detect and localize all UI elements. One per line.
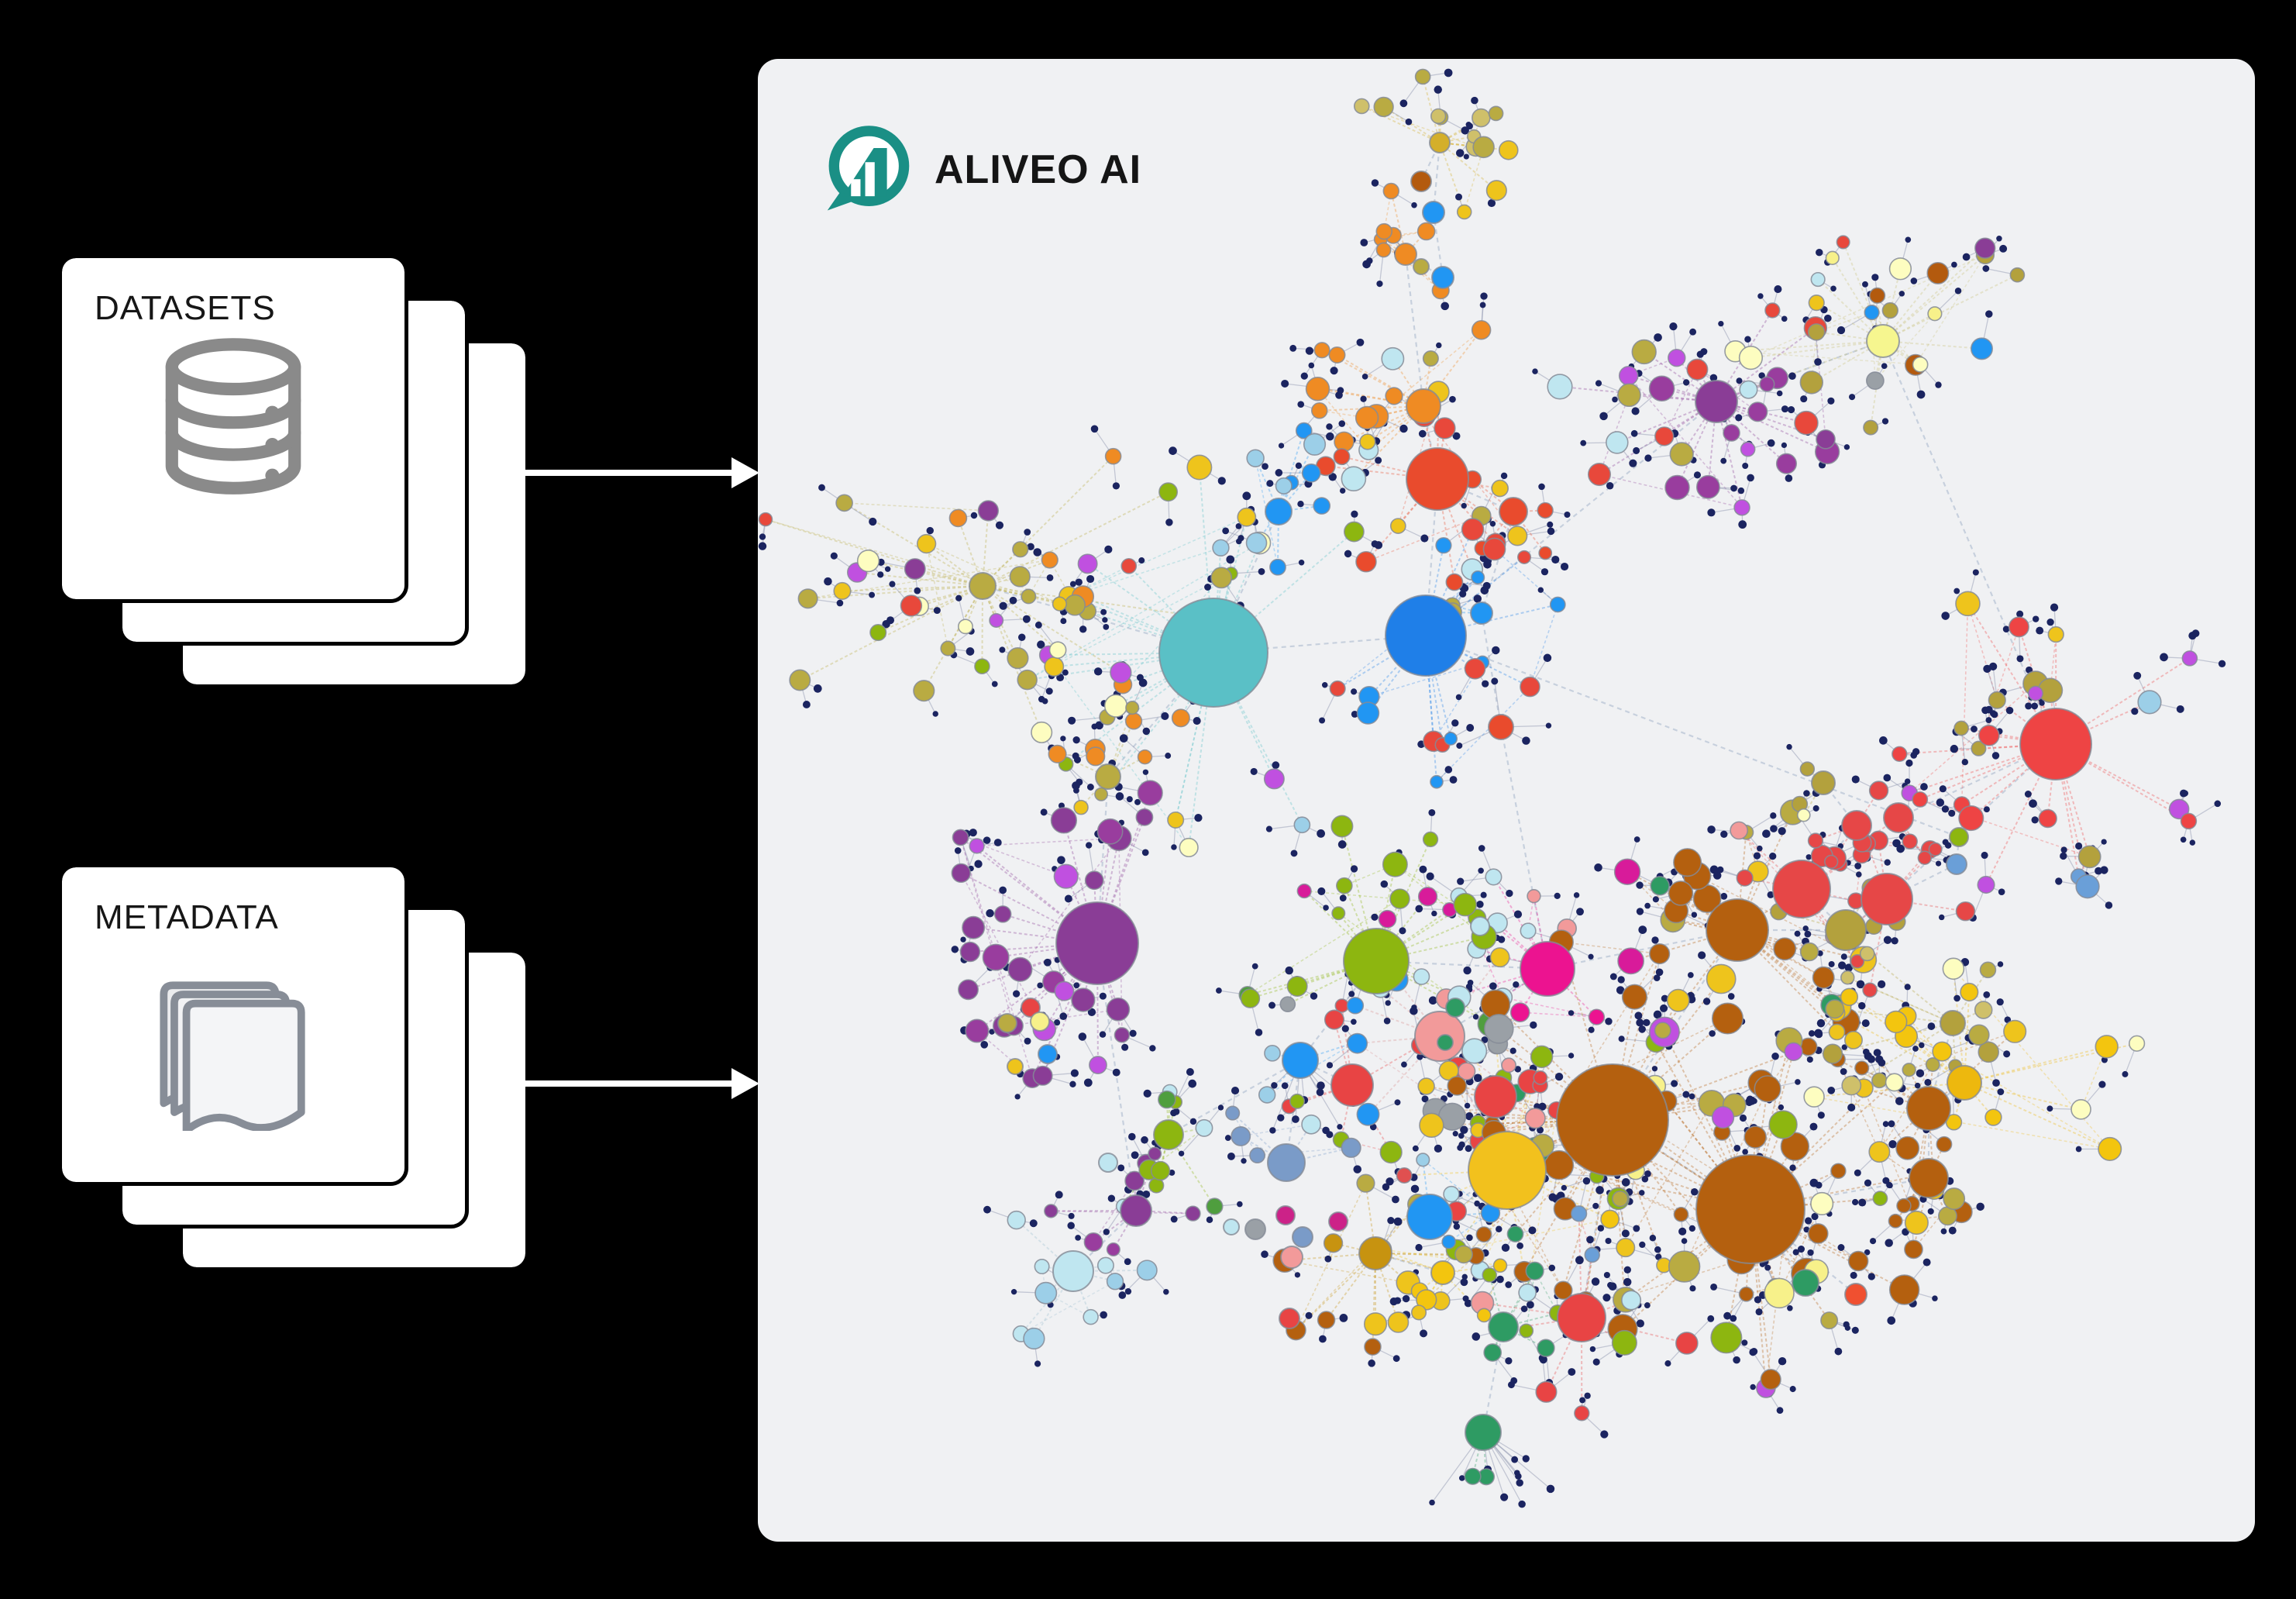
metadata-card: METADATA <box>58 863 408 1186</box>
metadata-card-label: METADATA <box>95 898 279 936</box>
pages-icon <box>160 981 305 1131</box>
aliveo-logo: ALIVEO AI <box>820 122 1141 217</box>
database-icon <box>165 338 301 495</box>
datasets-card-label: DATASETS <box>95 289 276 327</box>
arrow-head-icon <box>731 1068 759 1099</box>
arrow-head-icon <box>731 457 759 488</box>
datasets-arrow <box>504 457 759 488</box>
aliveo-logo-icon <box>827 126 910 211</box>
knowledge-graph <box>758 68 2226 1508</box>
arrow-shaft <box>504 470 733 476</box>
arrow-shaft <box>504 1080 733 1087</box>
datasets-card: DATASETS <box>58 254 408 603</box>
aliveo-panel: ALIVEO AI <box>758 59 2255 1542</box>
metadata-arrow <box>504 1068 759 1099</box>
aliveo-logo-text: ALIVEO AI <box>935 147 1142 192</box>
